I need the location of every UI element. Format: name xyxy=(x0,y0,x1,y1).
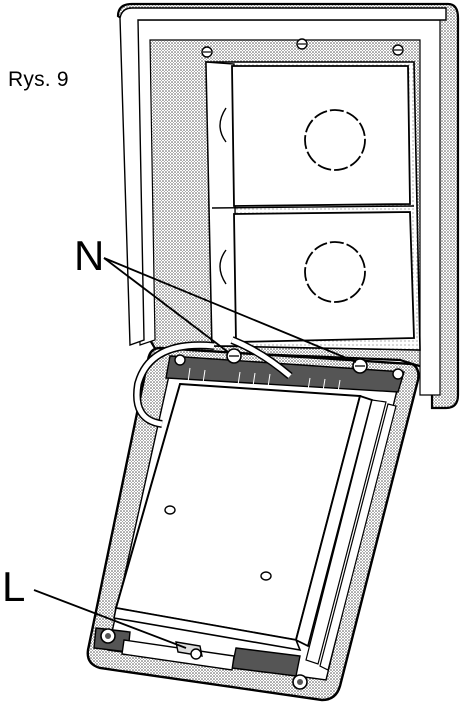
module-hole xyxy=(260,571,272,581)
cable-loop xyxy=(133,336,293,428)
terminal-n-screw xyxy=(352,358,368,374)
housing-back xyxy=(116,2,460,410)
housing-screw xyxy=(392,44,404,56)
leader-line-l xyxy=(33,589,187,649)
figure-caption: Rys. 9 xyxy=(8,68,69,91)
housing-screw xyxy=(201,46,213,58)
terminal-l-screw xyxy=(175,641,203,660)
front-panel xyxy=(86,346,420,702)
terminal-n-screw xyxy=(226,348,242,364)
panel-corner-screw xyxy=(174,354,186,366)
panel-corner-screw xyxy=(392,368,404,380)
leader-lines xyxy=(33,257,357,649)
knockout-circle xyxy=(304,241,366,303)
leader-line-n-1 xyxy=(103,257,229,353)
panel-screw xyxy=(292,674,308,690)
knockout-circle xyxy=(304,109,366,171)
module-hole xyxy=(164,505,176,515)
callout-n-label: N xyxy=(74,232,105,279)
panel-screw xyxy=(100,628,116,644)
callout-l-label: L xyxy=(2,563,26,610)
leader-line-n-2 xyxy=(103,257,357,363)
housing-screw xyxy=(296,38,308,50)
